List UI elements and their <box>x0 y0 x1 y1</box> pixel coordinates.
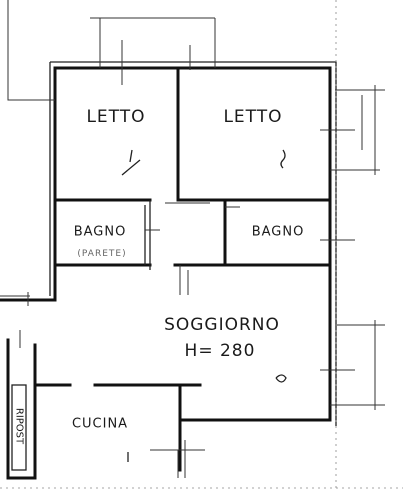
room-label-soggiorno: SOGGIORNO <box>164 315 280 335</box>
room-label-cucina: CUCINA <box>71 416 129 432</box>
hatch-marks <box>121 149 287 462</box>
ceiling-height-label: H= 280 <box>184 341 256 361</box>
room-label-letto-right: LETTO <box>223 107 283 127</box>
room-label-letto-left: LETTO <box>86 107 146 127</box>
room-label-bagno-left: BAGNO <box>73 224 127 240</box>
ripost-label: RIPOST <box>13 407 25 445</box>
ripost-cabinet <box>11 384 27 471</box>
dimension-lines <box>0 0 385 478</box>
room-label-bagno-right: BAGNO <box>251 224 305 240</box>
bagno-note: (PARETE) <box>77 249 127 259</box>
interior-walls <box>33 66 332 480</box>
outer-walls <box>0 61 337 480</box>
